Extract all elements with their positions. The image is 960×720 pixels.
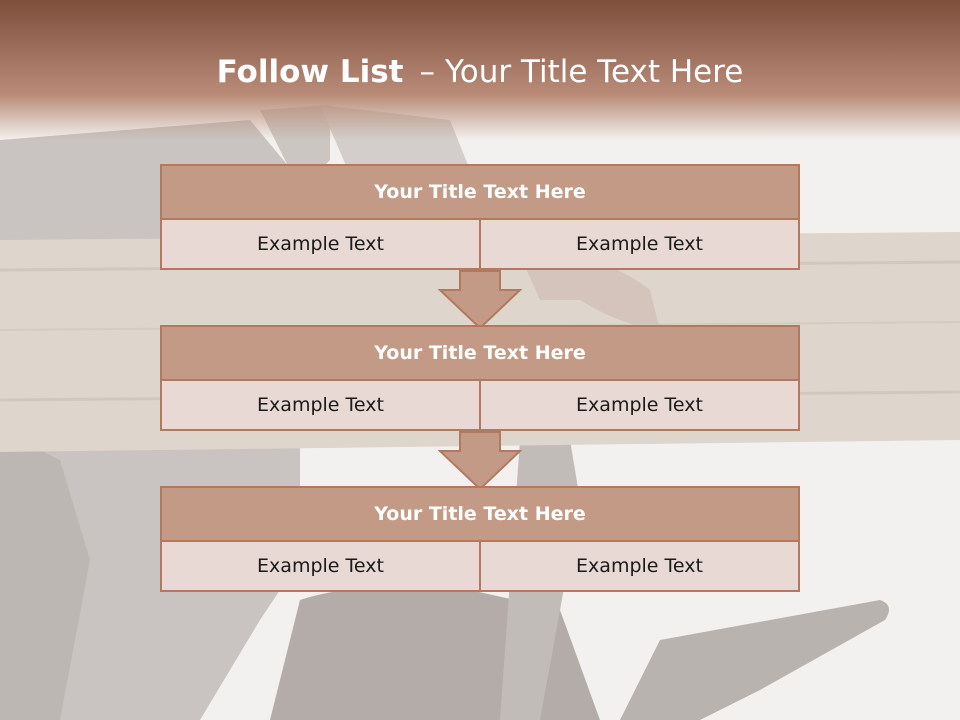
step-cell-right: Example Text bbox=[481, 381, 800, 431]
title-rest: Your Title Text Here bbox=[444, 54, 744, 90]
step-cell-left: Example Text bbox=[160, 381, 481, 431]
step-row: Example Text Example Text bbox=[160, 220, 800, 270]
step-row: Example Text Example Text bbox=[160, 381, 800, 431]
step-box-2: Your Title Text Here Example Text Exampl… bbox=[160, 325, 800, 431]
step-cell-left: Example Text bbox=[160, 220, 481, 270]
down-arrow-icon bbox=[438, 270, 522, 330]
step-box-3: Your Title Text Here Example Text Exampl… bbox=[160, 486, 800, 592]
step-title: Your Title Text Here bbox=[160, 486, 800, 542]
title-separator: – bbox=[419, 54, 435, 90]
header-band bbox=[0, 0, 960, 140]
step-box-1: Your Title Text Here Example Text Exampl… bbox=[160, 164, 800, 270]
slide-title: Follow List–Your Title Text Here bbox=[0, 54, 960, 90]
title-bold: Follow List bbox=[216, 54, 404, 90]
step-row: Example Text Example Text bbox=[160, 542, 800, 592]
step-title: Your Title Text Here bbox=[160, 164, 800, 220]
step-cell-right: Example Text bbox=[481, 542, 800, 592]
step-title: Your Title Text Here bbox=[160, 325, 800, 381]
step-cell-right: Example Text bbox=[481, 220, 800, 270]
step-cell-left: Example Text bbox=[160, 542, 481, 592]
down-arrow-icon bbox=[438, 431, 522, 491]
